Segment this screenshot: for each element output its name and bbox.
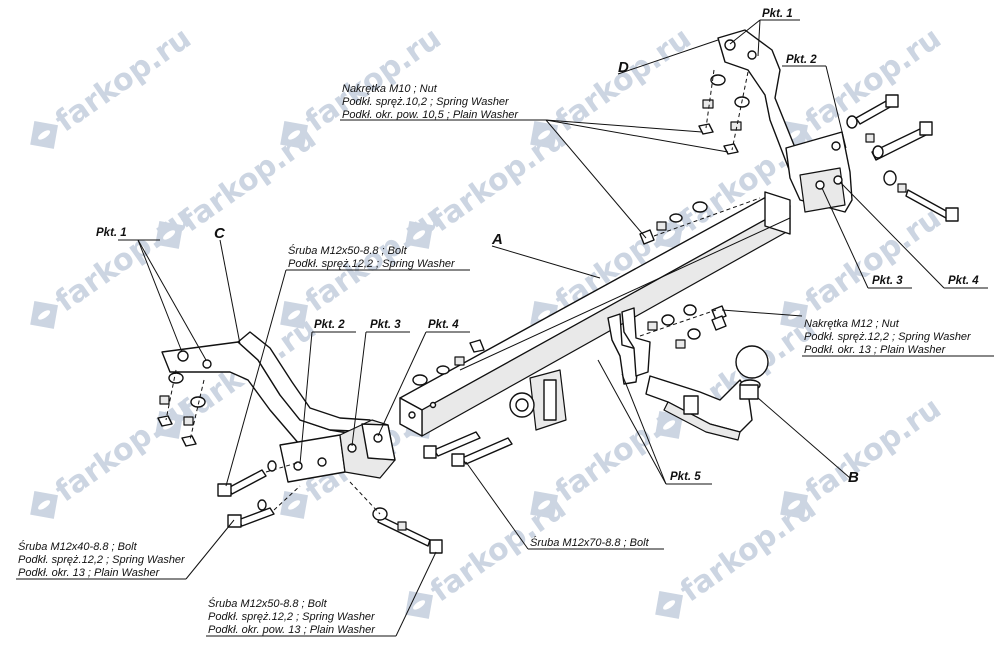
left-bracket-fasteners bbox=[157, 369, 443, 554]
car-logo-icon bbox=[655, 411, 683, 439]
pkt4-left-label: Pkt. 4 bbox=[428, 319, 459, 331]
watermark-text: farkop.ru bbox=[674, 491, 823, 610]
watermark: farkop.ru bbox=[30, 391, 198, 519]
label-bolt-m12x50-top: Śruba M12x50-8.8 ; Bolt Podkł. spręż.12,… bbox=[288, 244, 456, 270]
watermark-text: farkop.ru bbox=[49, 201, 198, 320]
label-line: Śruba M12x40-8.8 ; Bolt bbox=[18, 540, 138, 553]
socket-fasteners bbox=[639, 304, 727, 349]
pkt2-left-label: Pkt. 2 bbox=[314, 319, 345, 331]
part-letter-d: D bbox=[618, 59, 629, 76]
watermark-text: farkop.ru bbox=[174, 121, 323, 240]
pkt3-left-label: Pkt. 3 bbox=[370, 319, 401, 331]
socket-plate bbox=[509, 307, 651, 431]
watermark-text: farkop.ru bbox=[424, 491, 573, 610]
part-letter-a: A bbox=[491, 231, 503, 248]
watermark: farkop.ru bbox=[655, 491, 823, 619]
right-bracket-fasteners bbox=[698, 69, 959, 222]
car-logo-icon bbox=[30, 301, 58, 329]
watermark: farkop.ru bbox=[405, 491, 573, 619]
watermark-text: farkop.ru bbox=[799, 391, 948, 510]
label-line: Podkł. spręż.12,2 ; Spring Washer bbox=[208, 611, 376, 623]
label-line: Podkł. spręż.12,2 ; Spring Washer bbox=[804, 331, 972, 343]
pkt1-right-label: Pkt. 1 bbox=[762, 8, 793, 20]
crossbar-top-fasteners bbox=[639, 197, 761, 245]
car-logo-icon bbox=[655, 591, 683, 619]
label-line: Podkł. spręż.12,2 ; Spring Washer bbox=[288, 258, 456, 270]
labels: Pkt. 1 Pkt. 2 Pkt. 3 Pkt. 4 Pkt. 1 Pkt. … bbox=[18, 8, 979, 636]
label-nut-m10: Nakrętka M10 ; Nut Podkł. spręż.10,2 ; S… bbox=[342, 83, 519, 121]
crossbar-end-right bbox=[764, 191, 791, 235]
label-line: Śruba M12x50-8.8 ; Bolt bbox=[288, 244, 408, 257]
pkt1-left-label: Pkt. 1 bbox=[96, 227, 127, 239]
watermark-text: farkop.ru bbox=[299, 21, 448, 140]
pkt3-right-label: Pkt. 3 bbox=[872, 275, 903, 287]
car-logo-icon bbox=[30, 491, 58, 519]
label-line: Podkł. okr. 13 ; Plain Washer bbox=[804, 344, 947, 356]
label-line: Podkł. spręż.12,2 ; Spring Washer bbox=[18, 554, 186, 566]
car-logo-icon bbox=[30, 121, 58, 149]
part-letter-c: C bbox=[214, 225, 226, 242]
car-logo-icon bbox=[530, 491, 558, 519]
label-line: Podkł. okr. 13 ; Plain Washer bbox=[18, 567, 161, 579]
car-logo-icon bbox=[780, 491, 808, 519]
pkt5-label: Pkt. 5 bbox=[670, 471, 701, 483]
crossbar-left-fasteners bbox=[412, 339, 513, 467]
label-line: Podkł. okr. pow. 13 ; Plain Washer bbox=[208, 624, 376, 636]
pkt4-right-label: Pkt. 4 bbox=[948, 275, 979, 287]
label-line: Podkł. okr. pow. 10,5 ; Plain Washer bbox=[342, 109, 519, 121]
label-line: Podkł. spręż.10,2 ; Spring Washer bbox=[342, 96, 510, 108]
tow-ball-b bbox=[645, 345, 769, 441]
right-bracket-d bbox=[717, 29, 853, 213]
watermark: farkop.ru bbox=[30, 21, 198, 149]
part-letter-b: B bbox=[848, 469, 859, 486]
label-line: Nakrętka M12 ; Nut bbox=[804, 318, 900, 330]
watermark-text: farkop.ru bbox=[799, 201, 948, 320]
label-line: Śruba M12x50-8.8 ; Bolt bbox=[208, 597, 328, 610]
pkt2-right-label: Pkt. 2 bbox=[786, 54, 817, 66]
watermark: farkop.ru bbox=[30, 201, 198, 329]
watermark: farkop.ru bbox=[405, 121, 573, 249]
leader-lines bbox=[16, 19, 994, 637]
label-bolt-m12x70: Śruba M12x70-8.8 ; Bolt bbox=[530, 536, 650, 549]
label-bolt-m12x50-bottom: Śruba M12x50-8.8 ; Bolt Podkł. spręż.12,… bbox=[208, 597, 376, 636]
watermark-text: farkop.ru bbox=[424, 121, 573, 240]
car-logo-icon bbox=[405, 221, 433, 249]
car-logo-icon bbox=[405, 591, 433, 619]
watermark-text: farkop.ru bbox=[49, 21, 198, 140]
label-bolt-m12x40: Śruba M12x40-8.8 ; Bolt Podkł. spręż.12,… bbox=[18, 540, 186, 579]
watermark: farkop.ru bbox=[155, 121, 323, 249]
car-logo-icon bbox=[280, 121, 308, 149]
main-crossbar bbox=[399, 191, 791, 437]
car-logo-icon bbox=[530, 121, 558, 149]
car-logo-icon bbox=[155, 221, 183, 249]
label-line: Nakrętka M10 ; Nut bbox=[342, 83, 438, 95]
label-line: Śruba M12x70-8.8 ; Bolt bbox=[530, 536, 650, 549]
watermark-text: farkop.ru bbox=[49, 391, 198, 510]
label-nut-m12: Nakrętka M12 ; Nut Podkł. spręż.12,2 ; S… bbox=[804, 318, 972, 356]
car-logo-icon bbox=[280, 301, 308, 329]
